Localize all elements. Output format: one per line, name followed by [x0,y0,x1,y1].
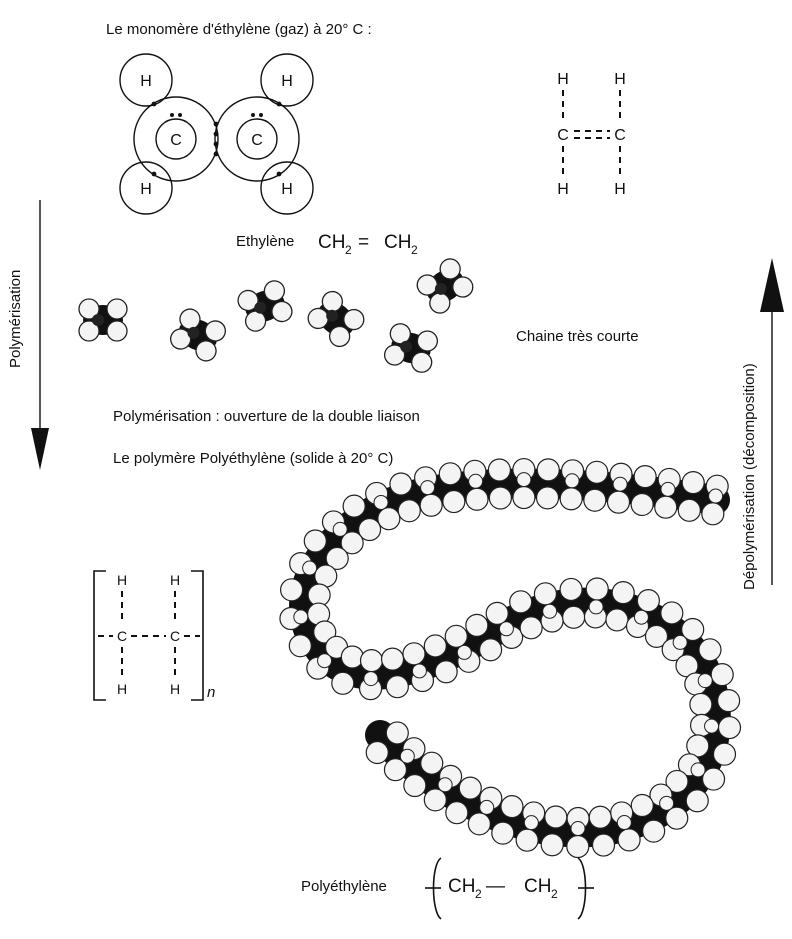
repeat-subscript-n: n [207,684,215,701]
poly-bond: — [486,876,505,897]
polymerisation-arrow-label: Polymérisation [7,270,24,368]
repeat-unit-structure: H H C C H H n [93,570,215,701]
ethylene-structural-formula: H H C C H H [557,71,626,198]
repeat-c-2: C [170,628,180,644]
short-chain-label: Chaine très courte [516,328,639,345]
depolymerisation-arrow: Dépolymérisation (décomposition) [741,258,784,590]
ethylene-molecule-1 [78,298,128,342]
poly-ch-left: CH [448,876,475,897]
ethylene-sub-right: 2 [411,243,418,257]
chain-hydrogen-atoms [279,457,742,859]
ethylene-double-bond: = [358,232,369,253]
repeat-c-1: C [117,628,127,644]
atom-h-bottom-right: H [281,181,293,198]
repeat-h-top-1: H [117,572,127,588]
monomer-title: Le monomère d'éthylène (gaz) à 20° C : [106,21,372,38]
ethylene-space-filling-models [78,258,474,373]
ethylene-sub-left: 2 [345,243,352,257]
ethylene-molecule-3 [237,280,293,332]
struct-h-1: H [557,71,569,88]
opening-double-bond-label: Polymérisation : ouverture de la double … [113,408,420,425]
atom-h-bottom-left: H [140,181,152,198]
ethylene-molecule-6 [416,258,474,314]
struct-h-4: H [614,181,626,198]
ethylene-molecule-4 [307,290,365,348]
ethylene-ch-right: CH [384,232,411,253]
atom-c-right: C [251,132,263,149]
ethylene-formula-line: Ethylène CH 2 = CH 2 [236,232,418,257]
atom-h-top-right: H [281,73,293,90]
polymerisation-arrow: Polymérisation [7,200,49,470]
ethylene-molecule-5 [383,323,439,373]
depolymerisation-arrow-label: Dépolymérisation (décomposition) [741,363,758,590]
struct-c-1: C [557,127,569,144]
polyethylene-formula-line: Polyéthylène CH 2 — CH 2 [301,857,594,920]
atom-c-left: C [170,132,182,149]
poly-sub-left: 2 [475,887,482,901]
struct-h-3: H [557,181,569,198]
polyethylene-label: Polyéthylène [301,878,387,895]
polymer-title: Le polymère Polyéthylène (solide à 20° C… [113,450,393,467]
ethylene-molecule-2 [170,308,226,362]
polyethylene-chain-model [279,457,742,859]
ethylene-ch-left: CH [318,232,345,253]
struct-h-2: H [614,71,626,88]
repeat-h-top-2: H [170,572,180,588]
ethylene-label: Ethylène [236,233,294,250]
struct-c-2: C [614,127,626,144]
atom-h-top-left: H [140,73,152,90]
poly-sub-right: 2 [551,887,558,901]
repeat-h-bottom-2: H [170,681,180,697]
repeat-h-bottom-1: H [117,681,127,697]
electron-diagram-atom-labels: H H H H C C [140,73,293,198]
ethylene-electron-diagram [119,53,314,215]
poly-ch-right: CH [524,876,551,897]
